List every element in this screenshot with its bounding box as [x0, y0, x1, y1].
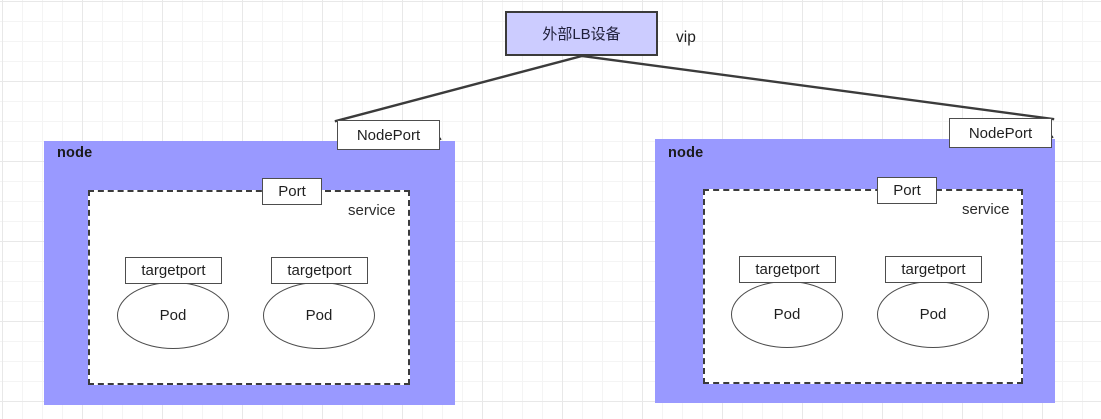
node-label-left: node	[57, 145, 93, 161]
service-box-left[interactable]	[88, 190, 410, 385]
edge-lb-to-right-nodeport	[580, 54, 1055, 121]
edge-lb-to-left-nodeport	[334, 54, 584, 123]
port-box-right[interactable]: Port	[877, 177, 937, 204]
nodeport-box-left[interactable]: NodePort	[337, 120, 440, 150]
pod-left-1[interactable]: Pod	[117, 282, 229, 349]
vip-label: vip	[676, 29, 696, 46]
node-label-right: node	[668, 145, 704, 161]
service-label-right: service	[962, 201, 1010, 218]
targetport-box-right-1[interactable]: targetport	[739, 256, 836, 283]
port-box-left[interactable]: Port	[262, 178, 322, 205]
service-box-right[interactable]	[703, 189, 1023, 384]
targetport-box-right-2[interactable]: targetport	[885, 256, 982, 283]
targetport-box-left-2[interactable]: targetport	[271, 257, 368, 284]
nodeport-box-right[interactable]: NodePort	[949, 118, 1052, 148]
targetport-box-left-1[interactable]: targetport	[125, 257, 222, 284]
external-lb-box[interactable]: 外部LB设备	[505, 11, 658, 56]
pod-right-2[interactable]: Pod	[877, 281, 989, 348]
pod-left-2[interactable]: Pod	[263, 282, 375, 349]
service-label-left: service	[348, 202, 396, 219]
pod-right-1[interactable]: Pod	[731, 281, 843, 348]
